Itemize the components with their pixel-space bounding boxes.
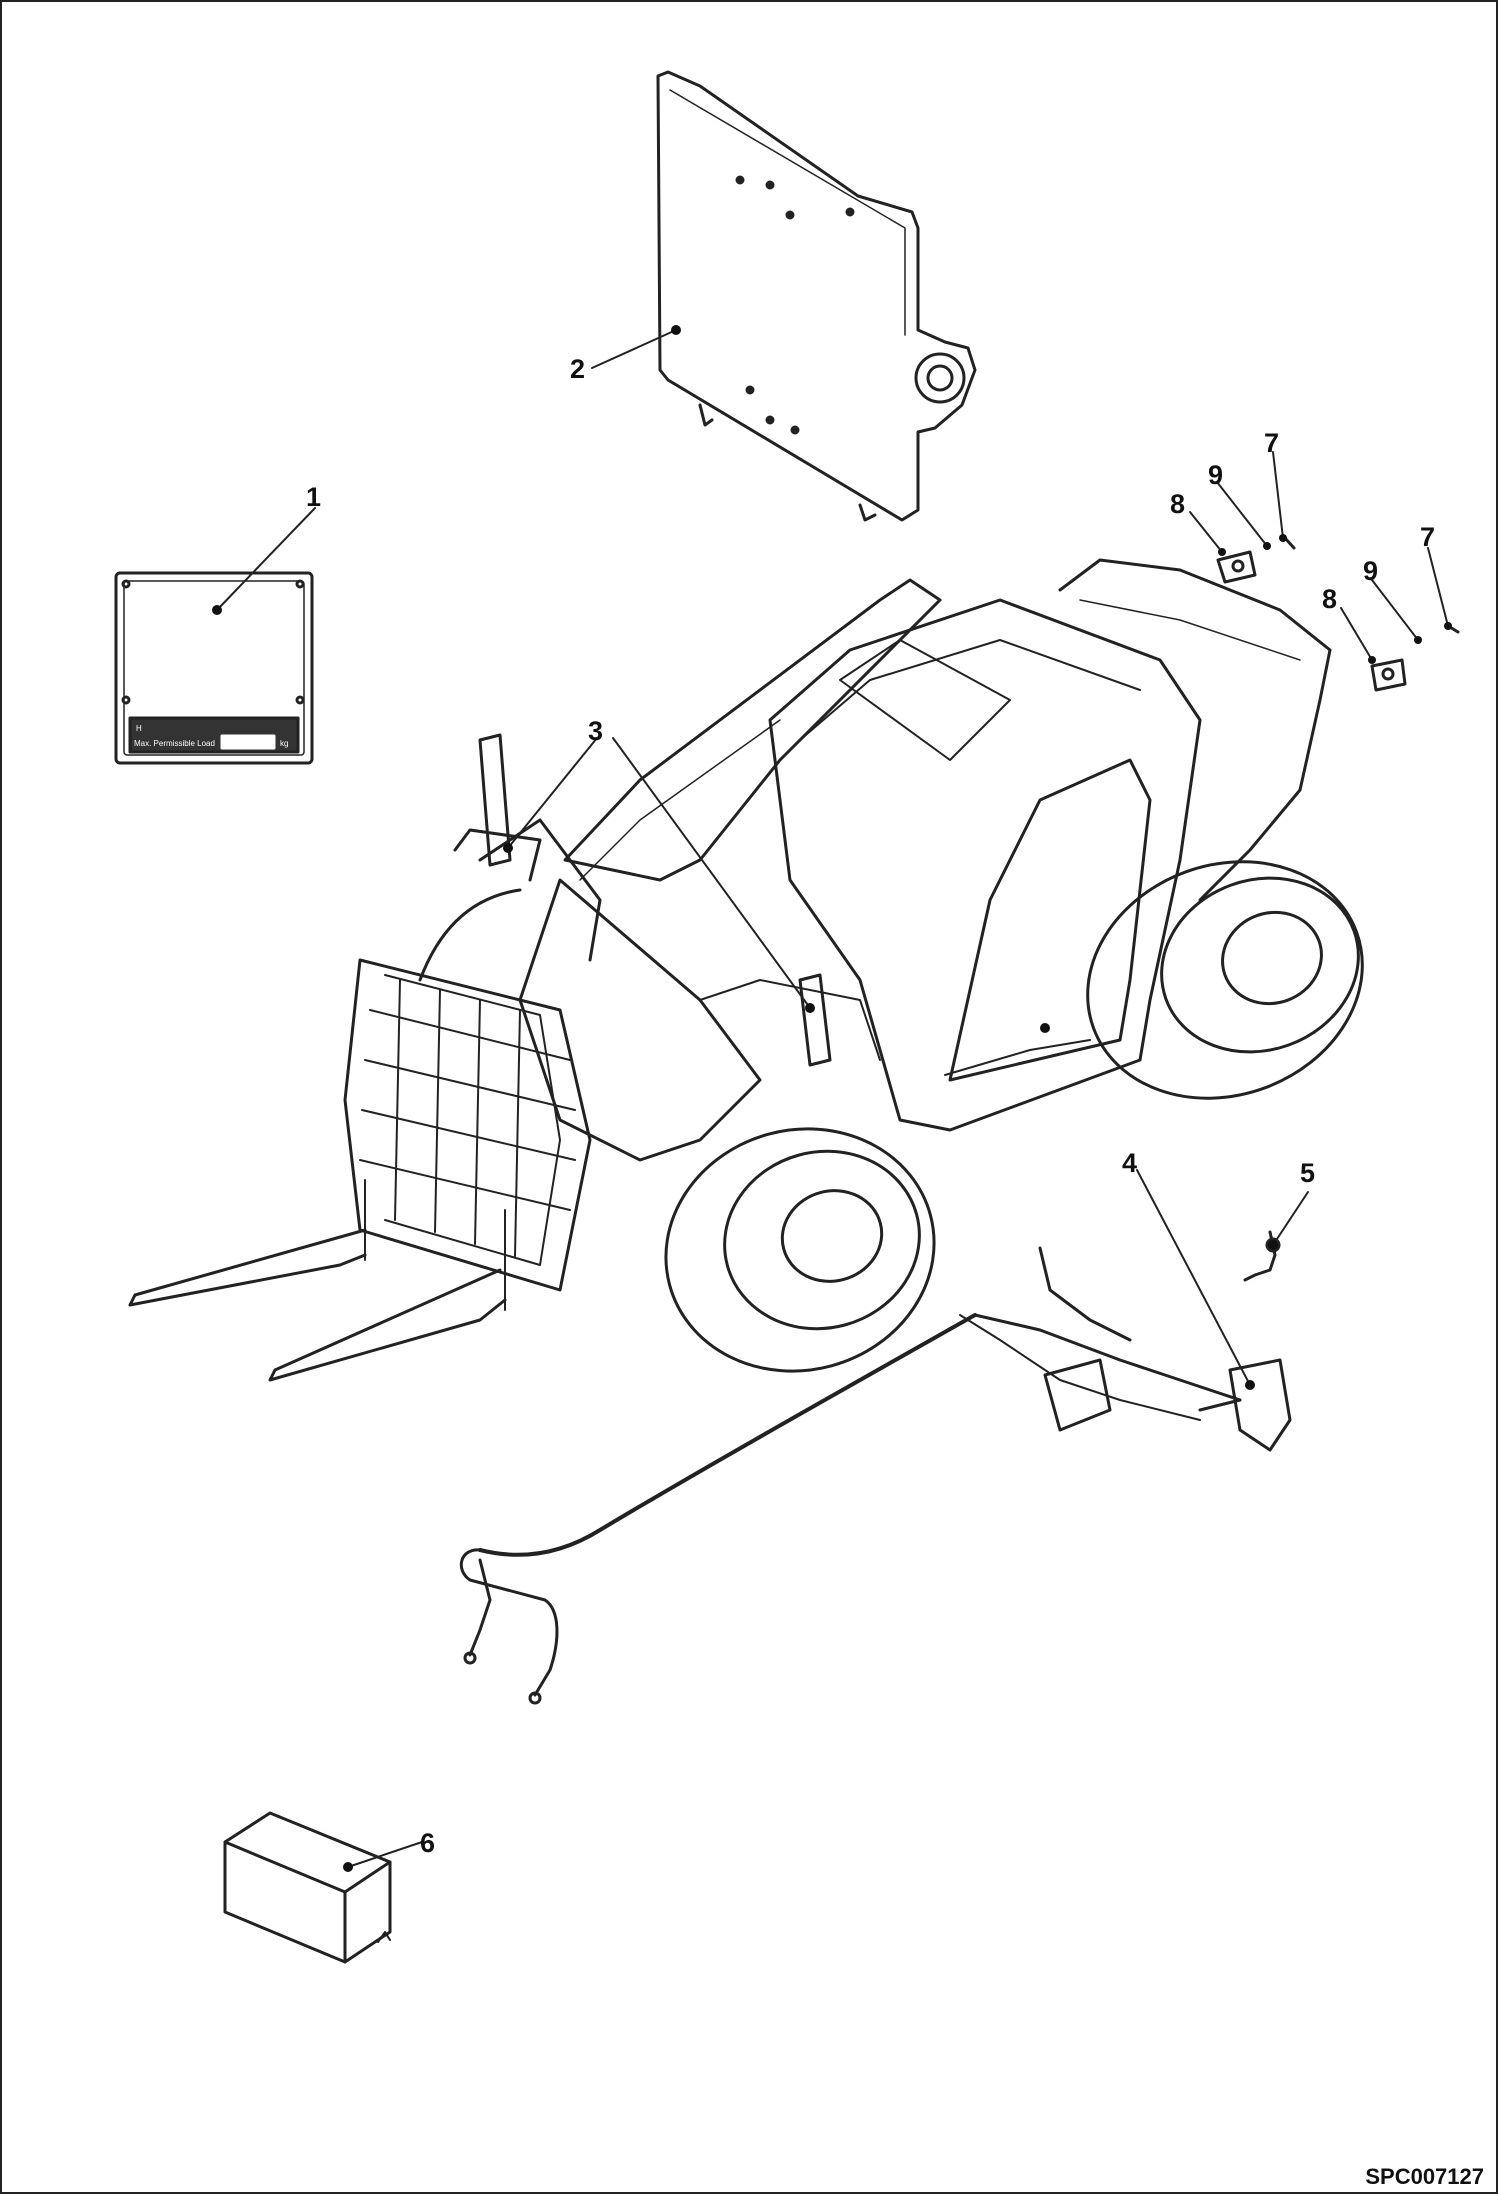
mounting-panel <box>656 70 977 522</box>
callout-2: 2 <box>570 354 585 384</box>
bracket-set-upper <box>1216 536 1296 584</box>
leader-dots <box>212 325 1452 1872</box>
callout-7-upper: 7 <box>1264 428 1279 458</box>
callout-9-upper: 9 <box>1208 460 1223 490</box>
plate-line-1: H <box>136 724 142 733</box>
info-plate: H Max. Permissible Load kg <box>114 571 314 765</box>
callout-1: 1 <box>306 482 321 512</box>
callout-7-lower: 7 <box>1420 522 1435 552</box>
callout-8-lower: 8 <box>1322 584 1337 614</box>
telehandler <box>128 558 1364 1382</box>
callout-labels: 1 2 3 4 5 6 7 7 8 8 9 9 <box>306 354 1435 1858</box>
plate-line-2: Max. Permissible Load <box>134 739 215 748</box>
callout-3: 3 <box>588 716 603 746</box>
callout-6: 6 <box>420 1828 435 1858</box>
leader-lines <box>216 329 1449 1868</box>
reference-code: SPC007127 <box>1365 2164 1484 2189</box>
callout-8-upper: 8 <box>1170 489 1185 519</box>
sensor <box>1243 1230 1281 1282</box>
plate-unit: kg <box>280 739 288 748</box>
callout-4: 4 <box>1122 1148 1137 1178</box>
wiring-harness <box>459 1246 1292 1705</box>
callout-9-lower: 9 <box>1363 556 1378 586</box>
callout-5: 5 <box>1300 1158 1315 1188</box>
control-module <box>223 1811 392 1964</box>
